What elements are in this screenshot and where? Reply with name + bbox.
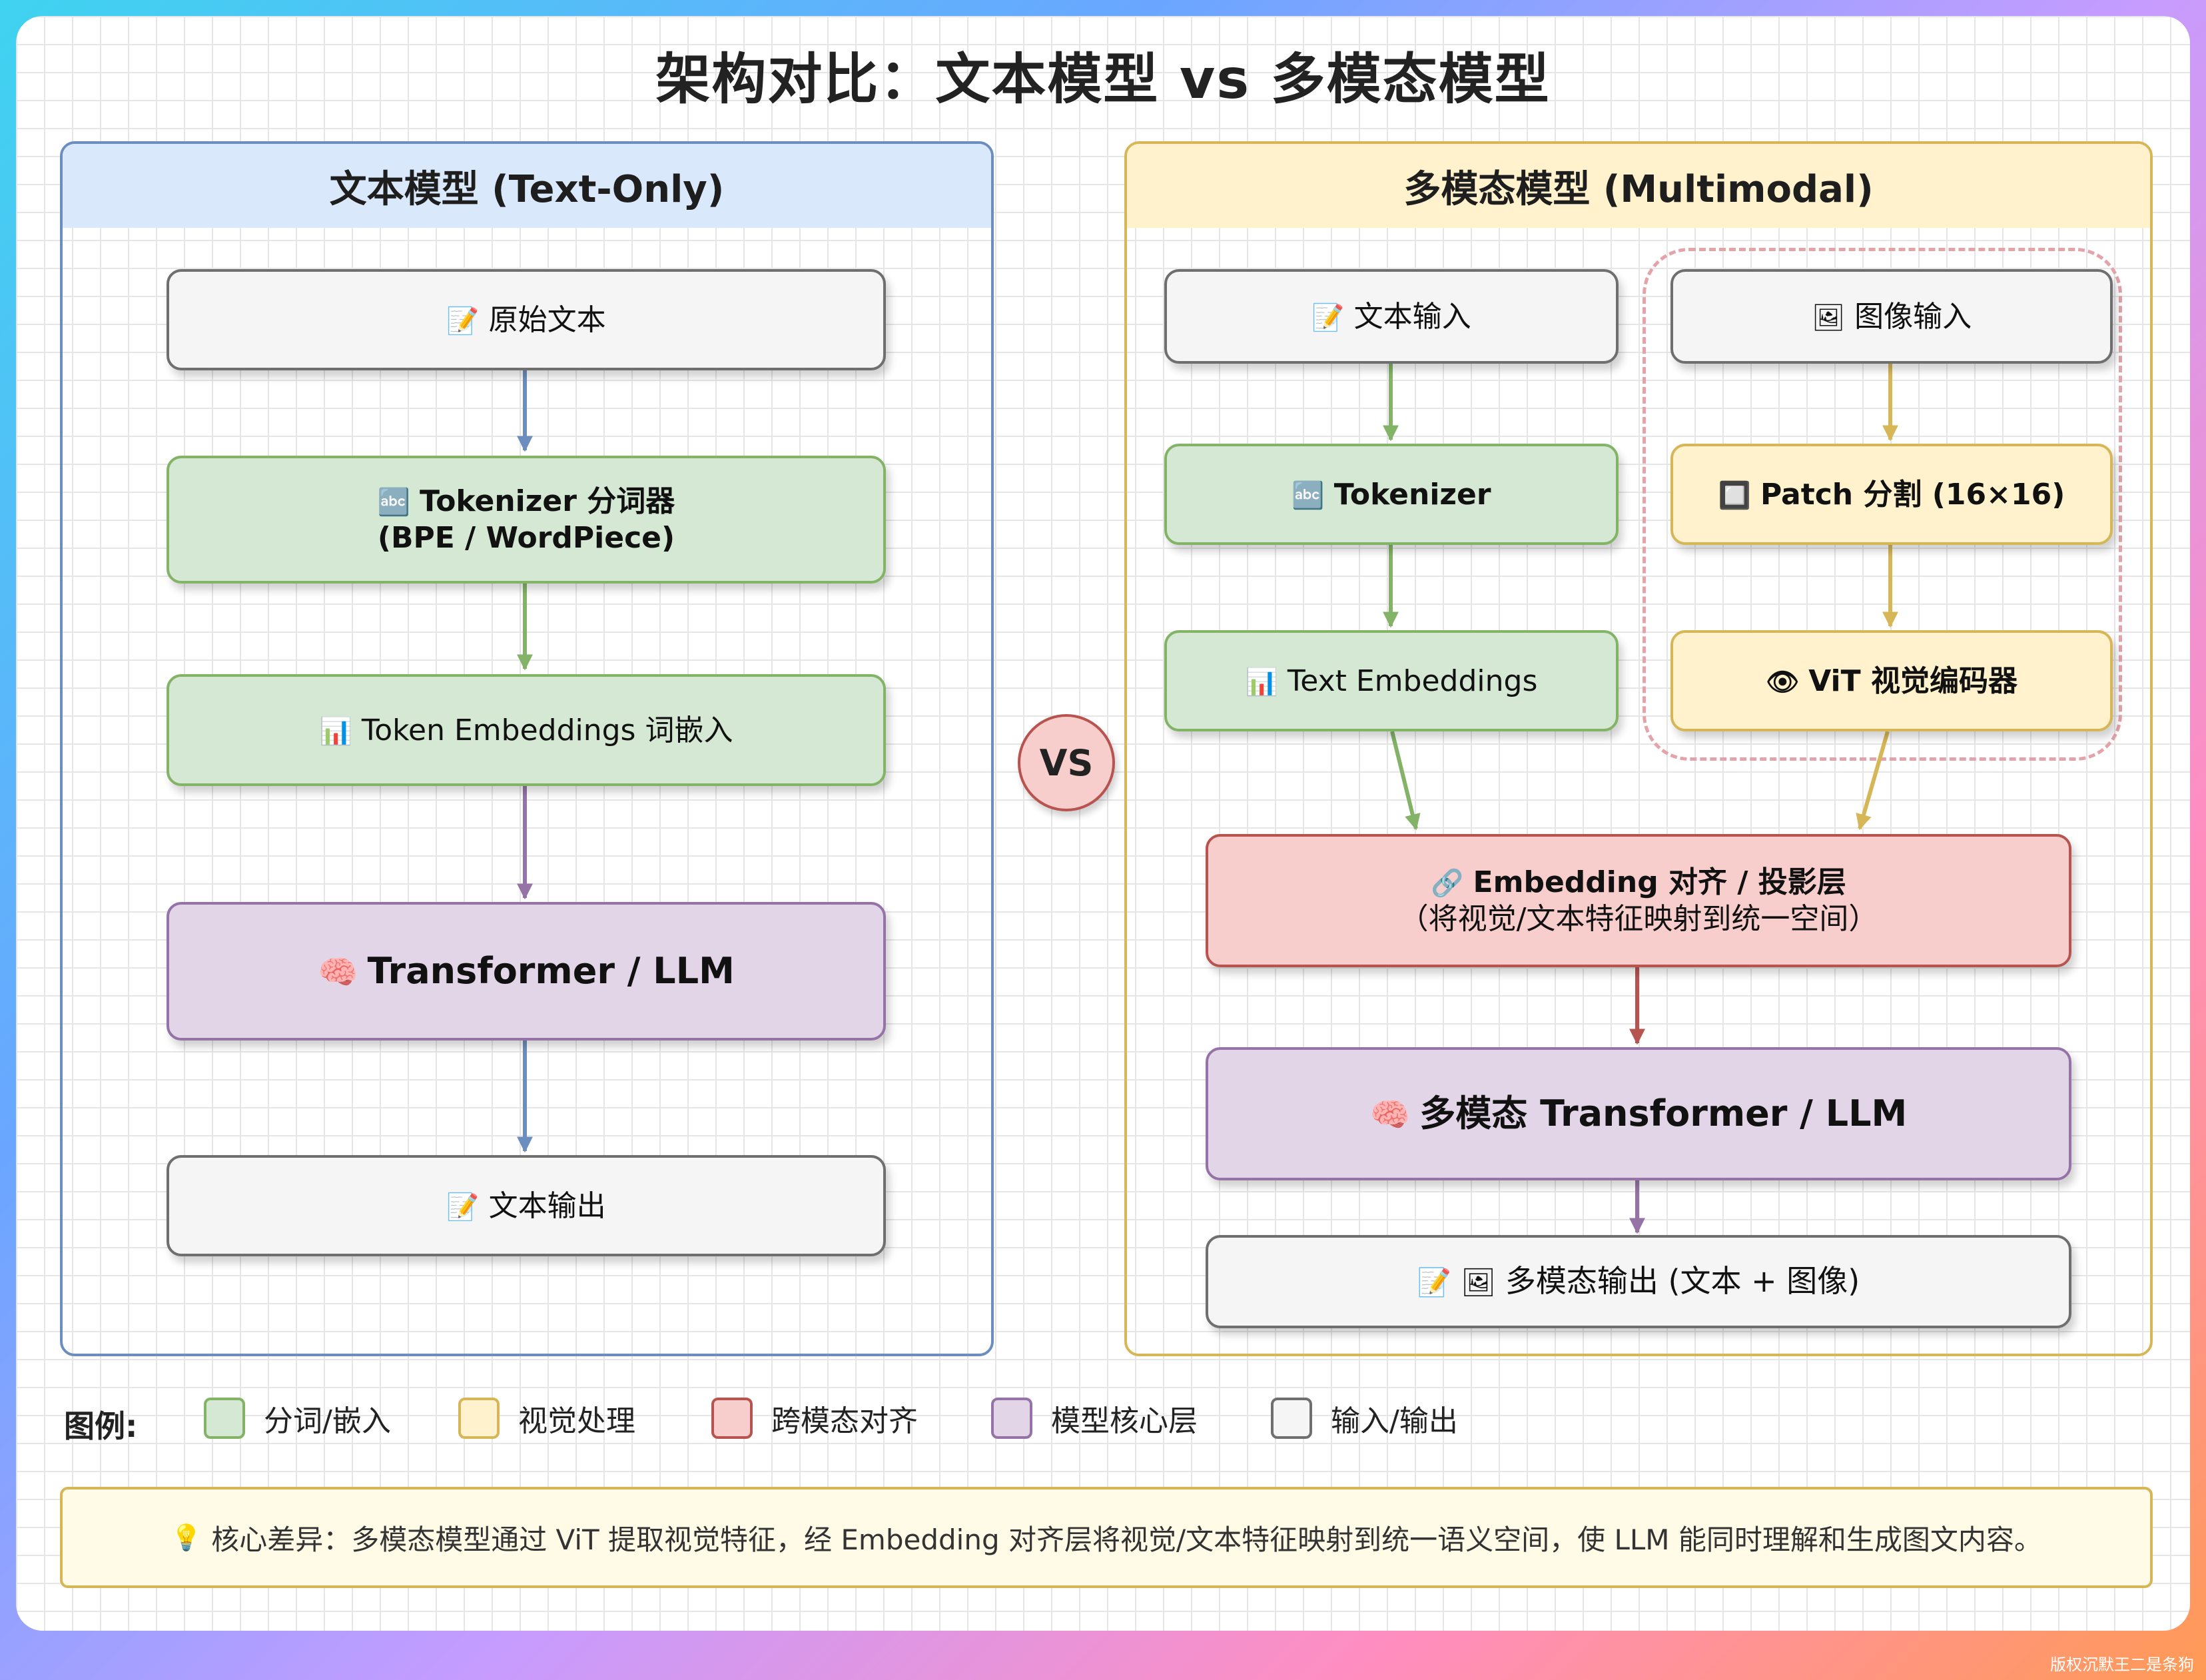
- legend-label: 视觉处理: [518, 1404, 635, 1438]
- brain-icon: 🧠: [318, 954, 358, 992]
- text-only-panel-header: 文本模型 (Text-Only): [63, 144, 991, 228]
- transformer-node: 🧠Transformer / LLM: [167, 902, 886, 1041]
- bar-chart-icon: 📊: [319, 715, 352, 747]
- abc-icon: 🔤: [1291, 480, 1325, 511]
- legend-item-tokenize: 分词/嵌入: [204, 1396, 391, 1440]
- legend-swatch-yellow: [458, 1398, 500, 1439]
- legend-swatch-green: [204, 1398, 245, 1439]
- alignment-sublabel: （将视觉/文本特征映射到统一空间）: [1399, 902, 1878, 936]
- vs-badge: VS: [1018, 714, 1115, 811]
- text-only-panel-title: 文本模型 (Text-Only): [329, 167, 725, 211]
- watermark: 版权沉默王二是条狗: [2050, 1655, 2194, 1674]
- bar-chart-icon: 📊: [1245, 666, 1278, 697]
- legend-label: 输入/输出: [1331, 1404, 1458, 1438]
- brain-icon: 🧠: [1369, 1096, 1411, 1134]
- multimodal-panel-header: 多模态模型 (Multimodal): [1127, 144, 2150, 228]
- text-output-label: 文本输出: [488, 1188, 606, 1223]
- legend-label: 分词/嵌入: [264, 1404, 391, 1438]
- token-embeddings-node: 📊 Token Embeddings 词嵌入: [167, 674, 886, 786]
- mm-tokenizer-node: 🔤 Tokenizer: [1164, 444, 1619, 545]
- memo-icon: 📝: [446, 1191, 480, 1222]
- legend-swatch-purple: [991, 1398, 1032, 1439]
- memo-icon: 📝: [446, 305, 480, 336]
- alignment-label: Embedding 对齐 / 投影层: [1473, 865, 1846, 899]
- legend-swatch-red: [711, 1398, 753, 1439]
- memo-icon: 📝: [1417, 1266, 1452, 1299]
- legend-item-alignment: 跨模态对齐: [711, 1396, 918, 1440]
- text-input-node: 📝 文本输入: [1164, 269, 1619, 364]
- mm-transformer-node: 🧠多模态 Transformer / LLM: [1206, 1047, 2071, 1180]
- tokenizer-sublabel: (BPE / WordPiece): [377, 521, 675, 555]
- legend-item-io: 输入/输出: [1271, 1396, 1458, 1440]
- tokenizer-node: 🔤 Tokenizer 分词器 (BPE / WordPiece): [167, 456, 886, 584]
- eye-icon: 👁: [1766, 666, 1800, 697]
- square-icon: 🔲: [1718, 480, 1751, 511]
- multimodal-panel: 多模态模型 (Multimodal): [1124, 141, 2153, 1356]
- legend-item-core: 模型核心层: [991, 1396, 1198, 1440]
- picture-icon: 🖼: [1811, 302, 1846, 333]
- arrow-vit-to-alignment: [1856, 731, 1890, 831]
- vit-encoder-node: 👁 ViT 视觉编码器: [1670, 630, 2113, 731]
- image-input-node: 🖼 图像输入: [1670, 269, 2113, 364]
- legend-item-vision: 视觉处理: [458, 1396, 635, 1440]
- mm-tokenizer-label: Tokenizer: [1333, 477, 1491, 512]
- vision-pipeline-group: [1643, 248, 2122, 761]
- bulb-icon: 💡: [171, 1522, 202, 1552]
- patch-split-label: Patch 分割 (16×16): [1760, 477, 2065, 512]
- key-difference-text: 核心差异：多模态模型通过 ViT 提取视觉特征，经 Embedding 对齐层将…: [211, 1523, 2042, 1556]
- mm-output-node: 📝 🖼 多模态输出 (文本 + 图像): [1206, 1235, 2071, 1328]
- image-input-label: 图像输入: [1854, 299, 1972, 334]
- abc-icon: 🔤: [377, 487, 411, 518]
- legend-swatch-gray: [1271, 1398, 1312, 1439]
- key-difference-note: 💡 核心差异：多模态模型通过 ViT 提取视觉特征，经 Embedding 对齐…: [60, 1487, 2153, 1588]
- multimodal-panel-title: 多模态模型 (Multimodal): [1403, 167, 1874, 211]
- mm-output-label: 多模态输出 (文本 + 图像): [1505, 1263, 1860, 1300]
- text-input-label: 文本输入: [1353, 299, 1471, 334]
- legend-label: 跨模态对齐: [771, 1404, 918, 1438]
- vit-encoder-label: ViT 视觉编码器: [1808, 663, 2018, 698]
- token-embeddings-label: Token Embeddings 词嵌入: [361, 713, 733, 747]
- tokenizer-label: Tokenizer 分词器: [420, 484, 675, 518]
- raw-text-label: 原始文本: [488, 302, 606, 337]
- diagram-title: 架构对比：文本模型 vs 多模态模型: [655, 48, 1551, 111]
- legend-title: 图例:: [64, 1408, 138, 1444]
- arrow-textemb-to-alignment: [1390, 731, 1421, 831]
- text-embeddings-label: Text Embeddings: [1287, 663, 1538, 698]
- legend-label: 模型核心层: [1051, 1404, 1198, 1438]
- memo-icon: 📝: [1311, 302, 1345, 333]
- text-only-panel: 文本模型 (Text-Only): [60, 141, 994, 1356]
- text-embeddings-node: 📊 Text Embeddings: [1164, 630, 1619, 731]
- mm-transformer-label: 多模态 Transformer / LLM: [1419, 1092, 1908, 1135]
- patch-split-node: 🔲 Patch 分割 (16×16): [1670, 444, 2113, 545]
- alignment-node: 🔗 Embedding 对齐 / 投影层 （将视觉/文本特征映射到统一空间）: [1206, 834, 2071, 967]
- text-output-node: 📝 文本输出: [167, 1155, 886, 1256]
- link-icon: 🔗: [1431, 868, 1464, 899]
- transformer-label: Transformer / LLM: [367, 950, 735, 993]
- picture-icon: 🖼: [1461, 1266, 1496, 1299]
- raw-text-node: 📝 原始文本: [167, 269, 886, 370]
